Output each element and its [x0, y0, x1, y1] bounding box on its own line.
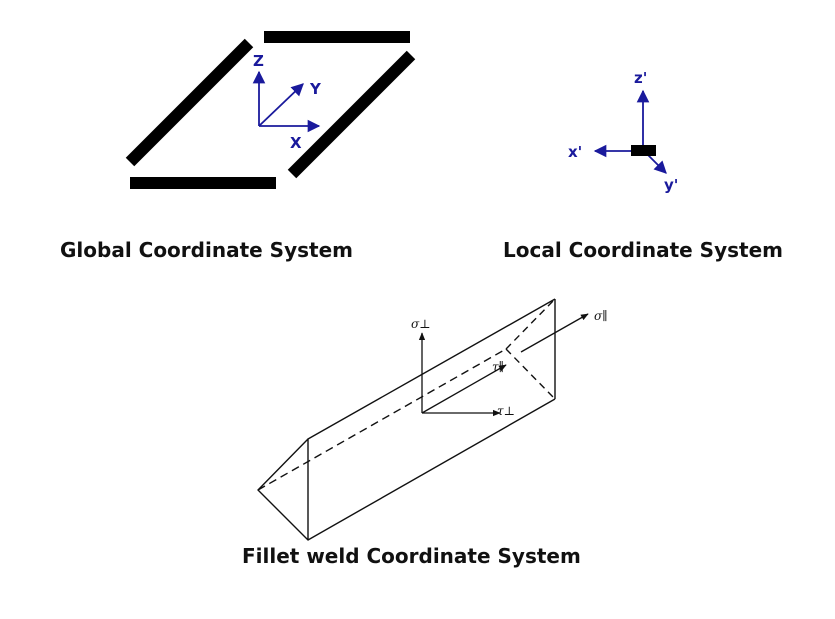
- local-coordinate-diagram: z' x' y': [568, 69, 678, 194]
- sigma-par-label: σ∥: [594, 309, 608, 323]
- global-y-label: Y: [309, 80, 322, 98]
- prism-bottom-edge: [307, 398, 556, 541]
- weld-plates: [125, 31, 416, 189]
- plate-left-diagonal: [125, 38, 254, 167]
- tau-par-label: τ∥: [492, 360, 504, 374]
- global-axes: [252, 70, 321, 133]
- global-z-label: Z: [253, 52, 264, 70]
- fillet-weld-diagram: σ⊥ σ∥ τ∥ τ⊥: [257, 298, 608, 541]
- tau-perp-label: τ⊥: [497, 404, 515, 418]
- prism-hidden-edge: [257, 348, 507, 491]
- sigma-par-arrow: [520, 313, 589, 353]
- global-coordinate-diagram: Z Y X: [125, 31, 416, 189]
- global-x-label: X: [290, 134, 302, 152]
- fillet-prism: [257, 298, 556, 541]
- prism-hidden-far-top: [505, 298, 556, 350]
- plate-right-diagonal: [287, 50, 416, 179]
- global-y-axis: [258, 83, 304, 127]
- local-x-label: x': [568, 143, 582, 161]
- local-caption: Local Coordinate System: [503, 238, 783, 262]
- prism-top-edge: [307, 298, 556, 440]
- prism-near-face: [257, 438, 309, 541]
- local-element-block: [631, 145, 656, 156]
- prism-hidden-far-bottom: [505, 348, 556, 400]
- local-y-axis: [647, 154, 667, 174]
- local-z-label: z': [634, 69, 647, 87]
- fillet-caption: Fillet weld Coordinate System: [242, 544, 581, 568]
- local-axes: [593, 89, 667, 174]
- tau-par-arrow: [421, 364, 507, 414]
- global-caption: Global Coordinate System: [60, 238, 353, 262]
- stress-axes: [418, 313, 589, 417]
- local-y-label: y': [664, 176, 678, 194]
- sigma-perp-label: σ⊥: [411, 317, 430, 331]
